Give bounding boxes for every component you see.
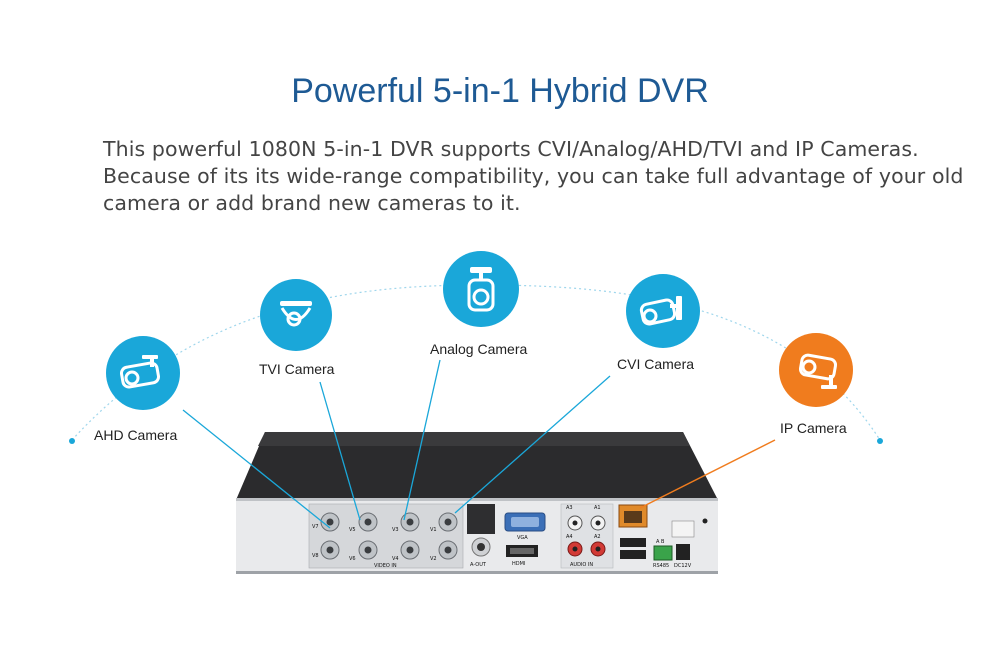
bullet-camera-icon — [106, 336, 180, 410]
video-port-label: V2 — [430, 556, 437, 562]
cvi-camera-label: CVI Camera — [617, 356, 695, 372]
dvr-device — [236, 432, 718, 574]
page-title: Powerful 5-in-1 Hybrid DVR — [291, 72, 709, 110]
dome-camera-icon — [260, 279, 332, 351]
audio-port-label: A1 — [594, 505, 601, 511]
description-line: Because of its its wide-range compatibil… — [103, 164, 964, 188]
ahd-camera-label: AHD Camera — [94, 427, 178, 443]
ip-connector-line — [639, 439, 776, 509]
description-line: camera or add brand new cameras to it. — [103, 191, 521, 215]
analog-connector-line — [403, 359, 441, 521]
bullet-camera-icon — [779, 333, 853, 407]
bullet-camera-icon — [626, 274, 700, 348]
video-port-label: V8 — [312, 553, 319, 559]
description-line: This powerful 1080N 5-in-1 DVR supports … — [103, 137, 919, 161]
tvi-connector-line — [319, 381, 361, 521]
audio-in-label: AUDIO IN — [570, 562, 594, 568]
cvi-connector-line — [454, 375, 611, 514]
bnc-connector-pin — [406, 518, 414, 526]
arc-end-dot — [877, 438, 883, 444]
rs485-ab-label: A B — [656, 539, 665, 545]
vga-label: VGA — [517, 535, 528, 541]
rs485-label: RS485 — [653, 563, 670, 569]
bnc-connector-pin — [444, 546, 452, 554]
tvi-camera-badge — [260, 279, 332, 351]
bnc-connector-pin — [406, 546, 414, 554]
bnc-connector-pin — [326, 546, 334, 554]
dvr-top — [236, 432, 718, 500]
video-port-label: V5 — [349, 527, 356, 533]
box-camera-icon — [443, 251, 519, 327]
ahd-connector-line — [182, 409, 331, 529]
ip-camera-badge — [779, 333, 853, 407]
video-port-label: V3 — [392, 527, 399, 533]
ahd-camera-badge — [106, 336, 180, 410]
power-label: DC12V — [674, 563, 692, 569]
arc-end-dot — [69, 438, 75, 444]
audio-out-label: A-OUT — [470, 562, 486, 568]
bnc-connector-pin — [444, 518, 452, 526]
ip-camera-label: IP Camera — [780, 420, 847, 436]
video-port-label: V1 — [430, 527, 437, 533]
analog-camera-badge — [443, 251, 519, 327]
bnc-connector-pin — [326, 518, 334, 526]
bnc-connector-pin — [364, 518, 372, 526]
audio-port-label: A2 — [594, 534, 601, 540]
video-in-label: VIDEO IN — [374, 563, 397, 569]
cvi-camera-badge — [626, 274, 700, 348]
tvi-camera-label: TVI Camera — [259, 361, 335, 377]
bnc-connector-pin — [364, 546, 372, 554]
video-port-label: V4 — [392, 556, 399, 562]
analog-camera-label: Analog Camera — [430, 341, 528, 357]
video-port-label: V7 — [312, 524, 319, 530]
audio-port-label: A3 — [566, 505, 573, 511]
video-port-label: V6 — [349, 556, 356, 562]
audio-port-label: A4 — [566, 534, 573, 540]
video-in-connectors — [320, 512, 458, 560]
hdmi-label: HDMI — [512, 561, 526, 567]
description: This powerful 1080N 5-in-1 DVR supports … — [103, 136, 964, 217]
